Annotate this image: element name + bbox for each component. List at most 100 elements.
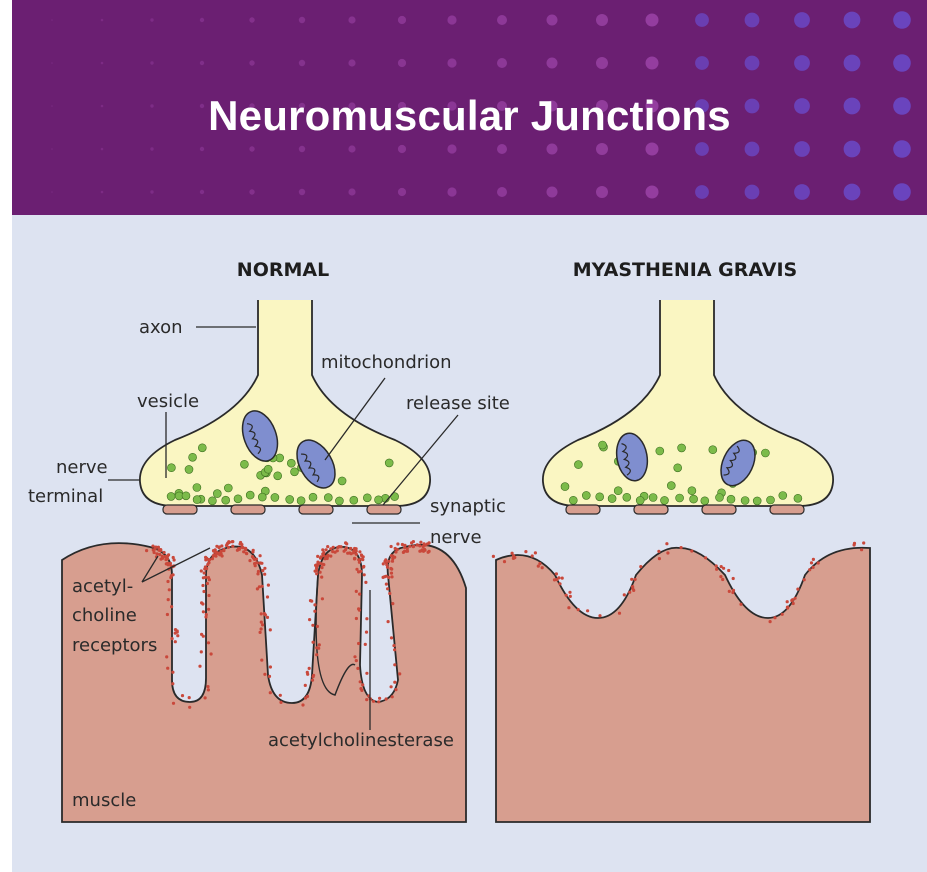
receptor-dot (207, 688, 210, 691)
vesicle (667, 482, 675, 490)
receptor-dot (630, 578, 633, 581)
receptor-dot (356, 667, 359, 670)
receptor-dot (372, 700, 375, 703)
receptor-dot (618, 612, 621, 615)
vesicle (363, 494, 371, 502)
receptor-dot (174, 632, 177, 635)
receptor-dot (172, 556, 175, 559)
receptor-dot (306, 673, 309, 676)
vesicle (608, 495, 616, 503)
myasthenia-heading: MYASTHENIA GRAVIS (573, 259, 797, 281)
receptor-dot (393, 556, 396, 559)
receptor-dot (393, 681, 396, 684)
label-synaptic: synaptic (430, 496, 506, 517)
receptor-dot (206, 582, 209, 585)
receptor-dot (720, 565, 723, 568)
receptor-dot (365, 631, 368, 634)
receptor-dot (862, 541, 865, 544)
receptor-dot (172, 702, 175, 705)
vesicle (198, 444, 206, 452)
receptor-dot (786, 600, 789, 603)
receptor-dot (207, 594, 210, 597)
receptor-dot (166, 613, 169, 616)
receptor-dot (312, 641, 315, 644)
receptor-dot (358, 550, 361, 553)
vesicle (709, 446, 717, 454)
receptor-dot (260, 612, 263, 615)
receptor-dot (781, 613, 784, 616)
acetylcholine-receptors-normal (145, 540, 431, 709)
receptor-dot (214, 550, 217, 553)
receptor-dot (207, 576, 210, 579)
receptor-dot (577, 608, 580, 611)
receptor-dot (393, 663, 396, 666)
receptor-dot (803, 578, 806, 581)
receptor-dot (255, 558, 258, 561)
vesicle (182, 492, 190, 500)
receptor-dot (727, 569, 730, 572)
receptor-dot (561, 577, 564, 580)
label-nerve: nerve (56, 457, 108, 478)
receptor-dot (385, 583, 388, 586)
label-axon: axon (139, 317, 183, 338)
receptor-dot (769, 620, 772, 623)
receptor-dot (410, 541, 413, 544)
receptor-dot (513, 556, 516, 559)
receptor-dot (396, 542, 399, 545)
receptor-dot (202, 590, 205, 593)
receptor-dot (260, 659, 263, 662)
receptor-dot (634, 578, 637, 581)
vesicle (385, 459, 393, 467)
receptor-dot (389, 567, 392, 570)
receptor-dot (320, 576, 323, 579)
receptor-dot (315, 572, 318, 575)
receptor-dot (322, 563, 325, 566)
receptor-dot (357, 642, 360, 645)
receptor-dot (205, 613, 208, 616)
receptor-dot (227, 546, 230, 549)
receptor-dot (810, 561, 813, 564)
vesicle (690, 495, 698, 503)
receptor-dot (266, 595, 269, 598)
receptor-dot (313, 603, 316, 606)
receptor-dot (362, 566, 365, 569)
receptor-dot (569, 595, 572, 598)
receptor-dot (168, 588, 171, 591)
receptor-dot (631, 585, 634, 588)
receptor-dot (206, 685, 209, 688)
receptor-dot (357, 570, 360, 573)
receptor-dot (279, 701, 282, 704)
receptor-dot (166, 555, 169, 558)
receptor-dot (258, 562, 261, 565)
receptor-dot (363, 573, 366, 576)
receptor-dot (326, 545, 329, 548)
receptor-dot (319, 562, 322, 565)
receptor-dot (383, 575, 386, 578)
receptor-dot (214, 555, 217, 558)
receptor-dot (176, 634, 179, 637)
receptor-dot (266, 616, 269, 619)
receptor-dot (365, 698, 368, 701)
receptor-dot (244, 547, 247, 550)
receptor-dot (188, 706, 191, 709)
normal-heading: NORMAL (237, 259, 329, 281)
receptor-dot (336, 549, 339, 552)
receptor-dot (378, 697, 381, 700)
receptor-dot (158, 553, 161, 556)
receptor-dot (408, 545, 411, 548)
receptor-dot (390, 554, 393, 557)
receptor-dot (416, 543, 419, 546)
receptor-dot (534, 551, 537, 554)
receptor-dot (202, 610, 205, 613)
receptor-dot (690, 549, 693, 552)
receptor-dot (794, 597, 797, 600)
label-receptors: receptors (72, 635, 157, 656)
vesicle (596, 493, 604, 501)
receptor-dot (226, 542, 229, 545)
receptor-dot (658, 557, 661, 560)
receptor-dot (153, 551, 156, 554)
vesicle (623, 493, 631, 501)
receptor-dot (325, 548, 328, 551)
receptor-dot (166, 667, 169, 670)
vesicle (189, 453, 197, 461)
